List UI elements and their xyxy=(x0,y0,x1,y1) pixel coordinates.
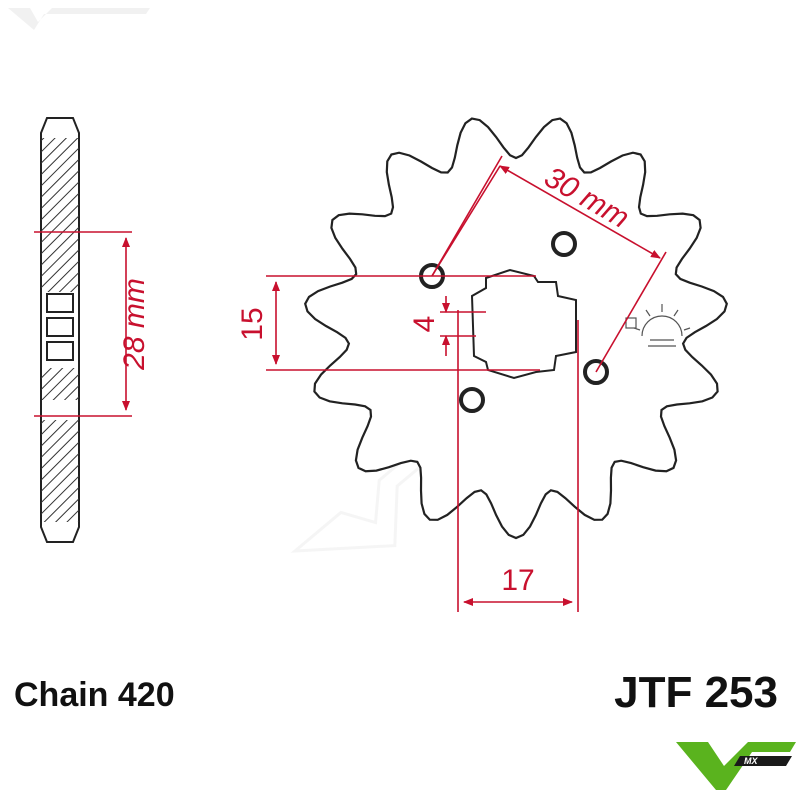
center-spline-bore xyxy=(470,268,577,380)
bolt-hole-bottom-left xyxy=(459,387,485,413)
side-hatch-lower xyxy=(41,368,79,400)
stamp-emblem-icon xyxy=(625,304,691,347)
bore-width-label: 17 xyxy=(501,564,534,597)
sprocket-front-view xyxy=(304,117,728,540)
side-bore-slot-2 xyxy=(46,317,74,337)
v1-mx-logo: MX xyxy=(676,742,796,790)
part-number-label: JTF 253 xyxy=(614,668,778,717)
sprocket-side-view xyxy=(40,117,80,543)
thickness-dimension: 28 mm xyxy=(34,231,151,417)
thickness-label: 28 mm xyxy=(118,278,151,371)
watermark-logo-top-left xyxy=(8,8,150,30)
side-bore-slot-1 xyxy=(46,293,74,313)
side-bore-slot-3 xyxy=(46,341,74,361)
spline-width-dimension: 15 xyxy=(236,275,540,371)
side-hatch-middle xyxy=(41,240,79,292)
bolt-hole-top-right xyxy=(551,231,577,257)
spline-width-label: 15 xyxy=(236,307,269,340)
chain-size-label: Chain 420 xyxy=(14,676,175,714)
side-hatch-top xyxy=(41,138,79,240)
spline-depth-label: 4 xyxy=(408,316,441,333)
bore-width-dimension: 17 xyxy=(457,310,579,612)
svg-text:MX: MX xyxy=(744,756,758,766)
side-hatch-bottom xyxy=(41,420,79,522)
